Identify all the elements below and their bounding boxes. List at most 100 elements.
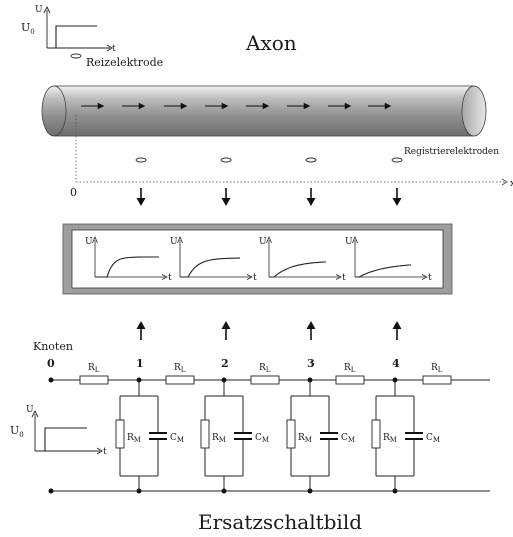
response-curve [95,256,159,278]
recording-electrodes-label: Registrierelektroden [404,147,499,157]
recording-electrode-icon [391,157,403,163]
stimulus-x-arrow [106,44,113,52]
response-graph-2: Ut [170,235,257,283]
input-x-label: t [103,447,107,457]
input-pulse-graph: U t U0 [10,405,107,457]
axon-title: Axon [245,31,297,55]
response-curve [180,257,240,278]
distance-axis-arrow [501,178,508,186]
nodes-label: Knoten [33,340,73,353]
response-y-label: U [85,237,93,247]
down-arrow-head [392,198,402,206]
response-x-label: t [253,273,257,283]
input-step-curve [35,427,87,452]
axon-cylinder [41,85,487,137]
series-resistor-label: RL [88,363,100,374]
series-resistor-rl [250,375,280,385]
response-graph-3: Ut [259,235,346,283]
signal-up-arrows [136,321,402,340]
series-resistor-rl [165,375,195,385]
membrane-capacitor-label: CM [255,433,269,444]
response-y-arrow [266,235,272,244]
membrane-resistor-rm [200,419,210,449]
input-level-label: U0 [10,424,24,439]
node-number-label: 1 [136,357,144,370]
up-arrow-head [392,321,402,329]
series-resistor-rl [79,375,109,385]
response-y-arrow [92,235,98,244]
series-resistor-label: RL [174,363,186,374]
membrane-branch-1: 1RM CM [115,357,184,494]
up-arrow-head [306,321,316,329]
response-x-arrow [421,274,428,280]
node-number-label: 4 [392,357,400,370]
membrane-branch-3: 3RM CM [286,357,355,494]
membrane-resistor-label: RM [383,433,397,444]
membrane-branch-2: 2RM CM [200,357,269,494]
response-y-label: U [345,237,353,247]
axon-left-end [41,85,67,137]
series-resistor-label: RL [431,363,443,374]
membrane-resistor-rm [371,419,381,449]
membrane-resistor-rm [286,419,296,449]
distance-axis-end-label: x [510,179,513,189]
membrane-capacitor-label: CM [341,433,355,444]
membrane-branch-4: 4RM CM [371,357,440,494]
stimulus-electrode-label: Reizelektrode [86,56,163,69]
input-y-label: U [26,405,34,415]
membrane-capacitor-label: CM [170,433,184,444]
response-x-label: t [168,273,172,283]
response-y-arrow [352,235,358,244]
series-resistor-rl [335,375,365,385]
response-curve [269,261,327,278]
node-number-label: 3 [307,357,315,370]
stimulus-electrode-icon [70,53,82,59]
response-x-arrow [161,274,168,280]
response-x-arrow [335,274,342,280]
series-resistor-label: RL [259,363,271,374]
stimulus-y-arrow [43,5,51,14]
down-arrow-head [136,198,146,206]
recording-electrode-icon [305,157,317,163]
node-0-dot [48,377,54,383]
membrane-resistor-label: RM [212,433,226,444]
response-graph-4: Ut [345,235,432,283]
response-x-label: t [428,273,432,283]
response-y-label: U [259,237,267,247]
stimulus-step-curve [47,25,97,49]
down-arrow-head [306,198,316,206]
up-arrow-head [136,321,146,329]
response-y-label: U [170,237,178,247]
series-resistor-rl [422,375,452,385]
response-y-arrow [177,235,183,244]
equivalent-circuit: RL RL RL RL RL 1RM CM 2RM CM 3RM CM 4RM CM [48,357,490,494]
membrane-resistor-label: RM [127,433,141,444]
distance-axis-origin: 0 [70,186,77,199]
recording-electrode-icon [135,157,147,163]
membrane-resistor-label: RM [298,433,312,444]
membrane-capacitor-label: CM [426,433,440,444]
response-panel [71,229,444,289]
response-curve [355,264,412,278]
series-resistor-label: RL [344,363,356,374]
up-arrow-head [221,321,231,329]
equivalent-circuit-title: Ersatzschaltbild [198,510,362,534]
membrane-resistor-rm [115,419,125,449]
axon-right-end [461,85,487,137]
response-x-label: t [342,273,346,283]
input-y-arrow [31,409,39,418]
response-graph-1: Ut [85,235,172,283]
input-x-arrow [96,447,103,455]
stimulus-level-label: U0 [21,21,35,36]
stimulus-pulse-graph: U t U0 [21,5,116,54]
stimulus-y-label: U [35,5,43,15]
down-arrow-head [221,198,231,206]
node-number-label: 2 [221,357,229,370]
node-0-label: 0 [47,357,55,370]
ground-node-dot [48,488,54,494]
signal-down-arrows [136,188,402,206]
recording-electrode-icon [220,157,232,163]
recording-electrodes [135,157,403,163]
